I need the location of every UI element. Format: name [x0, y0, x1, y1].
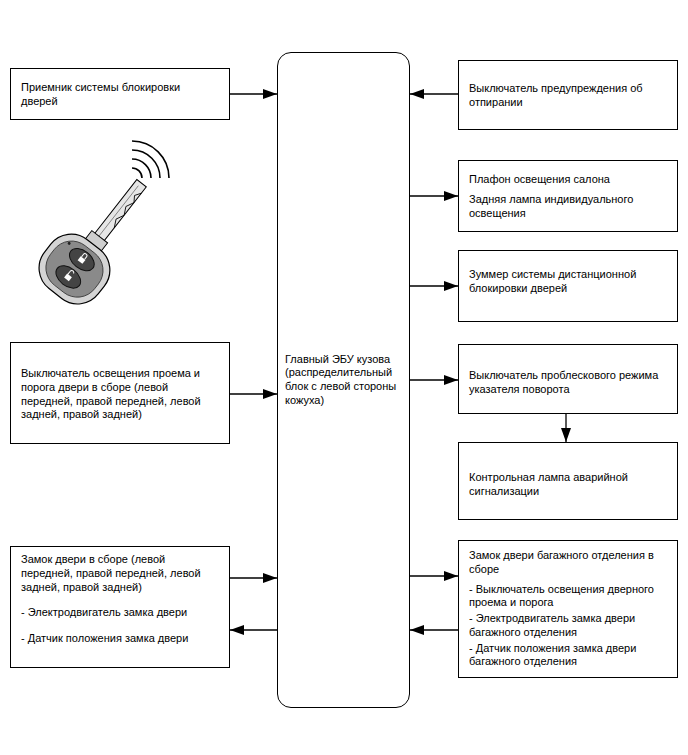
- radio-waves: [132, 141, 169, 178]
- box-title: Контрольная лампа аварийной сигнализации: [469, 471, 667, 499]
- signal-arrow: [230, 93, 277, 94]
- signal-arrow: [230, 629, 277, 630]
- lamp-box: Контрольная лампа аварийной сигнализации: [458, 442, 678, 520]
- box-title: Зуммер системы дистанционной блокировки …: [469, 268, 667, 296]
- signal-arrow: [410, 575, 458, 576]
- signal-arrow: [410, 379, 458, 380]
- box-title: Выключатель предупреждения об отпирании: [469, 82, 667, 110]
- box-item: - Датчик положения замка двери багажного…: [469, 642, 667, 670]
- switch-box: Выключатель освещения проема и порога дв…: [10, 342, 230, 444]
- box-title: Главный ЭБУ кузова (распределительный бл…: [285, 353, 402, 408]
- signal-arrow: [565, 414, 566, 442]
- door-lock-box: Замок двери в сборе (левой передней, пра…: [10, 546, 230, 668]
- remote-key: [29, 162, 169, 314]
- signal-arrow: [410, 195, 458, 196]
- box-item: - Датчик положения замка двери: [21, 632, 219, 646]
- box-item: Задняя лампа индивидуального освещения: [469, 193, 667, 221]
- box-title: Выключатель освещения проема и порога дв…: [21, 367, 219, 422]
- box-item: - Электродвигатель замка двери багажного…: [469, 612, 667, 640]
- signal-arrow: [410, 93, 458, 94]
- box-title: Приемник системы блокировки дверей: [21, 81, 219, 109]
- signal-arrow: [410, 285, 458, 286]
- ecu-box: Главный ЭБУ кузова (распределительный бл…: [277, 52, 410, 708]
- door-lock-box: Замок двери багажного отделения в сборе -…: [458, 540, 678, 678]
- box-title: Плафон освещения салона: [469, 173, 667, 187]
- box-item: - Электродвигатель замка двери: [21, 606, 219, 620]
- box-title: Выключатель проблескового режима указате…: [469, 369, 667, 397]
- switch-box: Выключатель предупреждения об отпирании: [458, 60, 678, 130]
- box-item: - Выключатель освещения дверного проема …: [469, 583, 667, 611]
- lamp-box: Плафон освещения салонаЗадняя лампа инди…: [458, 160, 678, 232]
- signal-arrow: [230, 577, 277, 578]
- box-title: Замок двери в сборе (левой передней, пра…: [21, 553, 219, 594]
- signal-arrow: [230, 393, 277, 394]
- switch-box: Выключатель проблескового режима указате…: [458, 344, 678, 414]
- signal-arrow: [410, 629, 458, 630]
- buzzer-box: Зуммер системы дистанционной блокировки …: [458, 250, 678, 322]
- box-title: Замок двери багажного отделения в сборе: [469, 549, 667, 577]
- receiver-box: Приемник системы блокировки дверей: [10, 68, 230, 120]
